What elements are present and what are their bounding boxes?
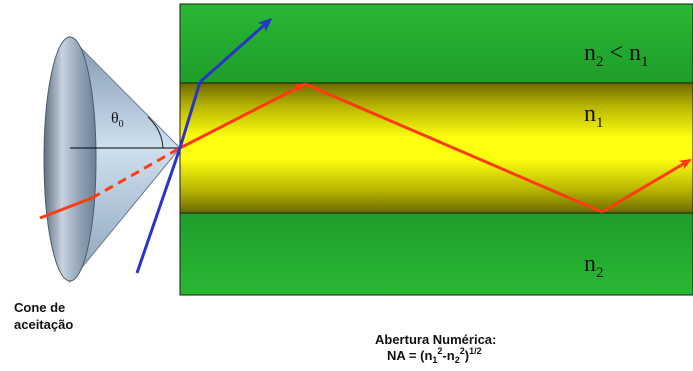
- red-ray-segment-2: [304, 82, 603, 214]
- theta-label: θ0: [111, 110, 124, 130]
- blue-ray-core: [178, 81, 202, 149]
- blue-ray-incident: [135, 147, 182, 274]
- red-ray-dashed: [91, 146, 181, 200]
- cladding-top-label: n2 < n1: [584, 40, 649, 70]
- red-ray-segment-1: [179, 82, 307, 150]
- red-ray-segment-3: [601, 158, 692, 214]
- cladding-bottom: [179, 212, 693, 296]
- fiber-core: [179, 82, 693, 214]
- core-label: n1: [584, 101, 604, 131]
- na-formula: NA = (n12-n22)1/2: [387, 346, 482, 365]
- cone-label-line1: Cone de: [14, 300, 65, 315]
- blue-ray-escaping: [199, 18, 273, 84]
- cladding-top: [179, 3, 693, 84]
- na-title: Abertura Numérica:: [375, 332, 496, 347]
- blue-ray: [135, 18, 273, 274]
- cladding-bottom-label: n2: [584, 251, 604, 281]
- acceptance-cone: [43, 35, 181, 284]
- cone-label-line2: aceitação: [14, 317, 73, 332]
- red-ray: [39, 82, 692, 220]
- red-ray-outside: [39, 196, 93, 220]
